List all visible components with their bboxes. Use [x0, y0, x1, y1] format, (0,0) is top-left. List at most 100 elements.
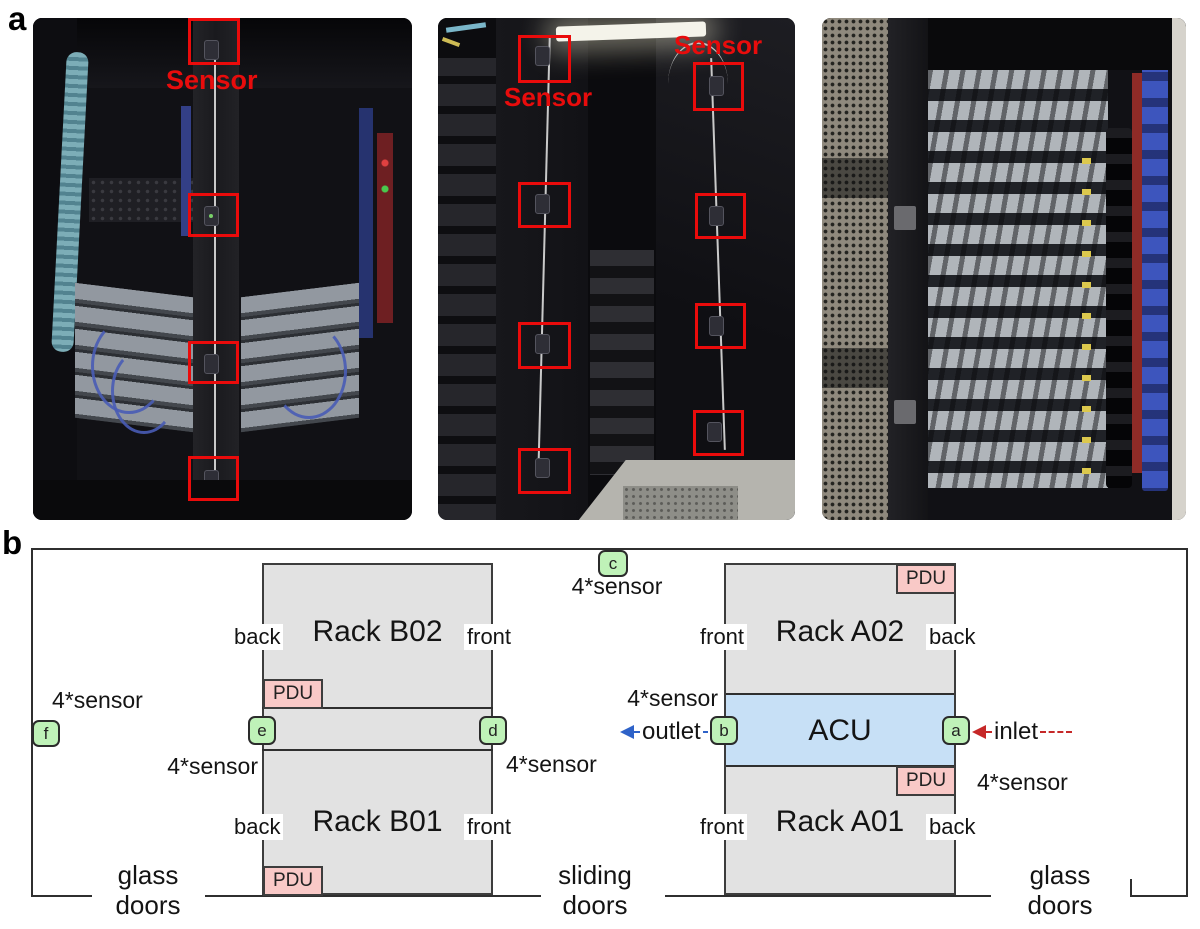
outlet-dash [634, 731, 640, 733]
photo3-right-wall [1172, 18, 1186, 520]
pdu-rack-b01: PDU [263, 866, 323, 896]
room-wall-top [31, 548, 1188, 550]
sensor-count-note-c: 4*sensor [571, 573, 663, 599]
door-jamb-tick [1130, 879, 1132, 896]
sensor-device [535, 458, 550, 478]
photo3-door-frame [888, 18, 928, 520]
photo1-mesh-shelf [89, 178, 197, 222]
photo1-blue-strip [359, 108, 373, 338]
sensor-count-note-b: 4*sensor [627, 685, 718, 711]
panel-b-label: b [2, 524, 23, 561]
photo3-door-band [822, 158, 888, 198]
rack-a02-name: Rack A02 [775, 615, 905, 648]
sliding-doors-label: sliding doors [540, 860, 650, 920]
inlet-flow: inlet [972, 718, 1073, 746]
pdu-rack-a01: PDU [896, 766, 956, 796]
photo1-red-pdu [377, 133, 393, 323]
photo2-left-rack-slats [438, 54, 496, 520]
photo3-hinge [894, 400, 916, 424]
room-wall-bottom-segment [205, 895, 541, 897]
photo-cold-aisle: Sensor Sensor [438, 18, 795, 520]
photo2-cable-curve [668, 42, 728, 84]
photo-rack-rear [822, 18, 1186, 520]
door-label-line: glass [1029, 860, 1091, 890]
photo3-door-band [822, 348, 888, 388]
photo2-right-wall [656, 18, 795, 520]
outlet-arrow-icon [620, 725, 634, 739]
room-wall-bottom-segment [31, 895, 92, 897]
sensor-annotation-box [188, 456, 239, 501]
sensor-device [535, 194, 550, 214]
room-wall-bottom-segment [1130, 895, 1188, 897]
room-wall-bottom-segment [665, 895, 991, 897]
sensor-point-c: c [598, 550, 628, 577]
pdu-rack-b02: PDU [263, 679, 323, 709]
rack-b01-front-label: front [464, 814, 515, 840]
outlet-flow: outlet [620, 718, 708, 746]
glass-doors-right-label: glass doors [1005, 860, 1115, 920]
sensor-annotation-label: Sensor [504, 82, 593, 112]
sensor-annotation-box [188, 193, 239, 237]
sensor-annotation-box [188, 18, 240, 65]
sensor-count-note-e: 4*sensor [167, 753, 258, 779]
photo1-blue-cable-arc [111, 348, 177, 434]
photo2-middle-rack-trays [590, 250, 654, 475]
photo-hot-aisle: Sensor [33, 18, 412, 520]
rack-a01-back-label: back [926, 814, 979, 840]
rack-b01-back-label: back [231, 814, 284, 840]
rack-a01-front-label: front [697, 814, 748, 840]
rack-column-b [262, 563, 493, 895]
sensor-annotation-box [693, 410, 744, 456]
photo1-sensor-cable [214, 46, 216, 508]
sensor-point-f: f [32, 720, 60, 747]
layout-diagram: ACU PDU PDU PDU PDU Rack B02 back front … [0, 530, 1200, 929]
acu-label: ACU [808, 714, 872, 747]
sensor-device [204, 206, 219, 226]
photo3-power-plugs [1106, 128, 1132, 488]
rack-a01-name: Rack A01 [775, 805, 905, 838]
photo1-center-column [193, 18, 239, 520]
photo3-blue-pdu [1142, 46, 1168, 491]
sensor-point-d: d [479, 716, 507, 745]
sensor-device [204, 354, 219, 374]
door-label-line: doors [1027, 890, 1093, 920]
outlet-label: outlet [642, 718, 701, 745]
rack-a02-back-label: back [926, 624, 979, 650]
rack-b-divider-bottom [262, 749, 493, 751]
photo3-server-stack [928, 70, 1108, 488]
inlet-dash [986, 731, 992, 733]
rack-b02-back-label: back [231, 624, 284, 650]
glass-doors-left-label: glass doors [93, 860, 203, 920]
photo3-perforated-door [822, 18, 888, 520]
sensor-device [535, 334, 550, 354]
room-wall-right [1186, 548, 1188, 895]
sensor-device [709, 76, 724, 96]
sensor-annotation-box [695, 303, 746, 349]
sensor-annotation-box [693, 62, 744, 111]
inlet-label: inlet [994, 718, 1039, 745]
door-label-line: doors [562, 890, 628, 920]
sensor-device [709, 206, 724, 226]
sensor-annotation-box [188, 341, 239, 384]
sensor-point-b: b [710, 716, 738, 745]
photo3-yellow-ties [1082, 158, 1091, 478]
sensor-annotation-box [518, 448, 571, 494]
photo3-hinge [894, 206, 916, 230]
photo2-perforated-tile [623, 486, 738, 520]
sensor-count-note-f: 4*sensor [52, 687, 143, 713]
inlet-arrow-icon [972, 725, 986, 739]
pdu-rack-a02: PDU [896, 564, 956, 594]
door-label-line: sliding [558, 860, 632, 890]
rack-b02-name: Rack B02 [312, 615, 443, 648]
sensor-annotation-label: Sensor [166, 65, 258, 95]
outlet-dash [702, 731, 708, 733]
rack-a02-front-label: front [697, 624, 748, 650]
door-label-line: glass [117, 860, 179, 890]
sensor-annotation-box [518, 182, 571, 228]
sensor-count-note-d: 4*sensor [506, 751, 597, 777]
sensor-led [209, 214, 213, 218]
acu-unit [726, 693, 954, 767]
rack-b02-front-label: front [464, 624, 515, 650]
rack-b-divider-top [262, 707, 493, 709]
sensor-annotation-box [695, 193, 746, 239]
